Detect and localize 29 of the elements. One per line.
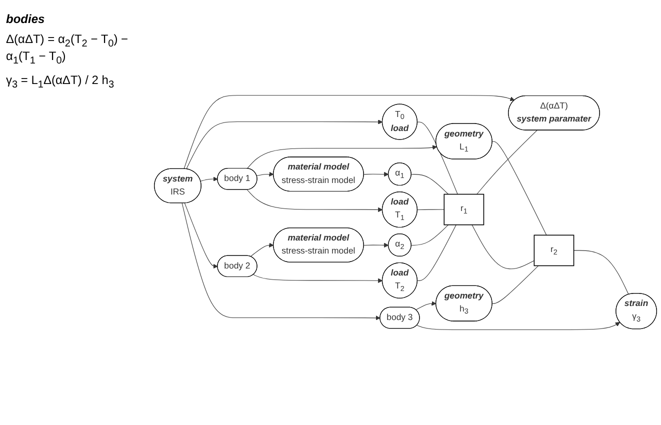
connector [417,209,444,210]
arrow [182,202,380,320]
arrow [253,274,383,283]
connector [492,265,539,304]
arrow [246,145,438,169]
connector [411,224,449,246]
connector [472,224,534,270]
node-box: r$_{2}$ [534,234,574,266]
arrow [184,95,515,170]
arrow [256,172,274,177]
node-box: r$_{1}$ [444,194,484,226]
connector [574,250,629,295]
connector [417,224,456,281]
arrow [364,172,389,177]
connector [411,174,449,194]
formula-note: γ$_{3}$ = L$_{1}$Δ(αΔT) / 2 h$_{3}$ [6,72,116,90]
arrow [416,322,620,330]
connector [492,141,547,236]
arrow [364,242,389,248]
group-heading: bodies [6,12,46,26]
arrow [186,120,383,170]
connector [476,130,538,194]
arrow [250,242,274,257]
connector [417,122,458,194]
arrow [246,189,383,212]
arrow [200,176,218,182]
arrow [416,301,436,310]
formula-note: Δ(αΔT) = α$_{2}$(T$_{2}$ − T$_{0}$) − α$_{1}$(T$_{1}$ − T$_{0}$) [6,32,130,67]
arrow [184,202,218,269]
